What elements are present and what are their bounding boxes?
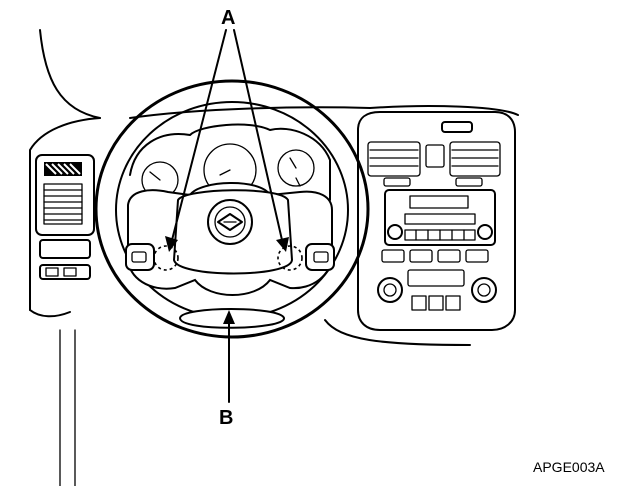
callout-a-arrowhead-right xyxy=(276,237,289,252)
figure-code: APGE003A xyxy=(533,459,605,475)
callout-b-label: B xyxy=(219,407,233,429)
dashboard-outline xyxy=(29,29,519,486)
steering-wheel xyxy=(94,79,370,339)
callout-a-arrowhead-left xyxy=(165,236,178,252)
left-vent-panel xyxy=(35,154,95,280)
callout-b-arrowhead xyxy=(223,310,235,324)
callout-a: A xyxy=(165,7,289,252)
callout-a-leader-right xyxy=(233,29,283,241)
center-console xyxy=(357,111,516,331)
callout-a-label: A xyxy=(221,7,235,29)
callout-b: B xyxy=(219,310,235,429)
callout-a-leader-left xyxy=(171,29,227,241)
